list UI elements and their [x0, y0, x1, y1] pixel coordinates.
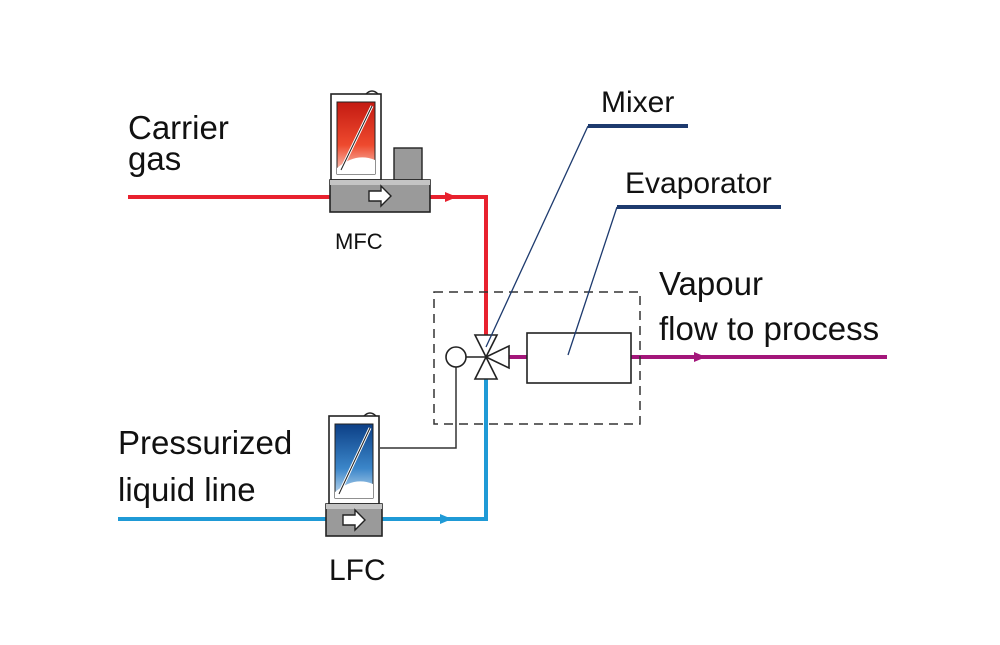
evaporator-box [526, 332, 632, 384]
mfc-device [329, 90, 431, 213]
mixer-valve-icon [445, 334, 510, 380]
vapour-line [509, 352, 887, 362]
mfc-label: MFC [335, 229, 383, 254]
valve-actuator-icon [445, 346, 467, 368]
carrier-gas-label-line2: gas [128, 140, 181, 177]
leader-lines [485, 124, 781, 356]
liquid-line [118, 378, 488, 524]
vapour-label-line1: Vapour [659, 265, 763, 302]
lfc-device [325, 412, 383, 537]
carrier-gas-label-line1: Carrier [128, 109, 229, 146]
vaporizer-enclosure [433, 291, 641, 425]
lfc-label: LFC [329, 554, 386, 587]
pressurized-label-line2: liquid line [118, 471, 256, 508]
pressurized-label-line1: Pressurized [118, 424, 292, 461]
gas-flow-arrow [445, 192, 457, 202]
carrier-gas-line [128, 192, 488, 337]
vapour-flow-arrow [694, 352, 706, 362]
vapour-label-line2: flow to process [659, 310, 879, 347]
mixer-label: Mixer [601, 86, 674, 119]
lfc-flow-arrow-icon [342, 508, 366, 532]
liquid-flow-arrow [440, 514, 452, 524]
evaporator-label: Evaporator [625, 167, 772, 200]
mfc-flow-arrow-icon [368, 184, 392, 208]
lfc-control-line [380, 367, 457, 449]
